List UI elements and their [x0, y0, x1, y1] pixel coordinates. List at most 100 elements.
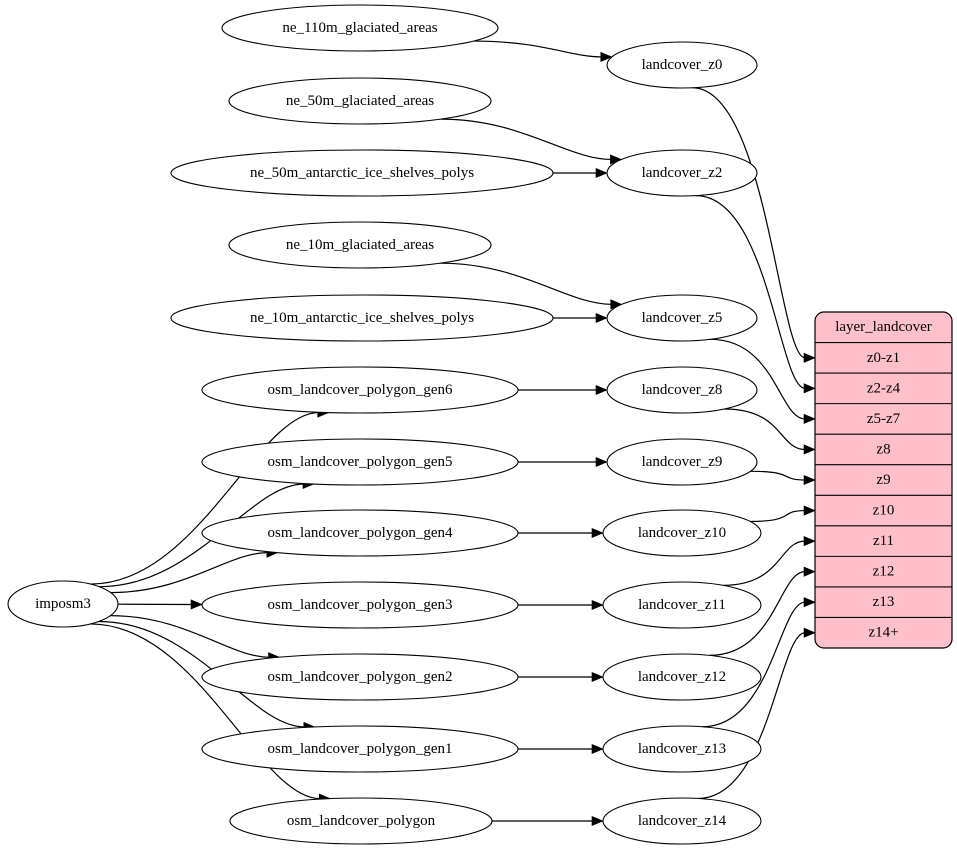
- edge-arrowhead: [803, 536, 816, 547]
- node-ne_110m_glaciated_areas[interactable]: ne_110m_glaciated_areas: [221, 4, 499, 52]
- node-ellipse: [7, 580, 119, 628]
- edge-ne_50m_glaciated_areas-to-landcover_z2: [440, 118, 612, 161]
- node-ellipse: [606, 438, 758, 486]
- node-label: landcover_z14: [638, 813, 727, 829]
- node-osm_landcover_polygon_gen6[interactable]: osm_landcover_polygon_gen6: [201, 366, 519, 414]
- node-label: osm_landcover_polygon_gen2: [268, 669, 453, 685]
- node-landcover_z12[interactable]: landcover_z12: [602, 653, 762, 701]
- edge-arrowhead: [803, 383, 816, 394]
- record-outline: [814, 311, 953, 649]
- node-ne_50m_antarctic_ice_shelves_polys[interactable]: ne_50m_antarctic_ice_shelves_polys: [170, 149, 554, 197]
- node-landcover_z8[interactable]: landcover_z8: [606, 366, 758, 414]
- edge-arrowhead: [803, 474, 816, 486]
- node-ellipse: [606, 41, 758, 89]
- record-row-label-z8: z8: [876, 441, 890, 457]
- record-node-layer: layer_landcoverz0-z1z2-z4z5-z7z8z9z10z11…: [814, 311, 953, 649]
- node-osm_landcover_polygon_gen1[interactable]: osm_landcover_polygon_gen1: [201, 725, 519, 773]
- node-landcover_z13[interactable]: landcover_z13: [602, 725, 762, 773]
- node-label: landcover_z5: [642, 310, 723, 326]
- node-ellipse: [201, 581, 519, 629]
- node-ellipse: [201, 725, 519, 773]
- record-row-label-z2-z4: z2-z4: [867, 380, 901, 396]
- node-ellipse: [228, 77, 492, 125]
- record-node-layer-landcover[interactable]: layer_landcoverz0-z1z2-z4z5-z7z8z9z10z11…: [814, 311, 953, 649]
- edge-landcover_z14-to-layer_landcover-z14-: [697, 632, 806, 800]
- edge-arrowhead: [803, 597, 816, 608]
- node-ellipse: [201, 438, 519, 486]
- node-ellipse: [606, 294, 758, 342]
- node-ellipse: [170, 149, 554, 197]
- node-osm_landcover_polygon[interactable]: osm_landcover_polygon: [229, 797, 493, 845]
- record-row-label-z12: z12: [873, 564, 895, 580]
- node-label: osm_landcover_polygon_gen6: [268, 382, 453, 398]
- node-ellipse: [602, 581, 762, 629]
- record-row-label-z13: z13: [873, 594, 895, 610]
- node-landcover_z11[interactable]: landcover_z11: [602, 581, 762, 629]
- edge-imposm3-to-osm_landcover_polygon_gen2: [110, 615, 270, 658]
- edge-arrowhead: [595, 167, 608, 179]
- edges-layer: [90, 40, 816, 827]
- node-label: osm_landcover_polygon_gen1: [268, 741, 453, 757]
- node-ne_10m_antarctic_ice_shelves_polys[interactable]: ne_10m_antarctic_ice_shelves_polys: [170, 294, 554, 342]
- record-row-label-z10: z10: [873, 502, 895, 518]
- node-label: ne_10m_antarctic_ice_shelves_polys: [250, 310, 474, 326]
- record-row-label-z11: z11: [873, 533, 894, 549]
- node-ellipse: [606, 366, 758, 414]
- edge-arrowhead: [591, 815, 604, 827]
- node-ne_10m_glaciated_areas[interactable]: ne_10m_glaciated_areas: [228, 221, 492, 269]
- node-ellipse: [602, 725, 762, 773]
- edge-arrowhead: [803, 444, 816, 455]
- edge-arrowhead: [803, 505, 816, 516]
- node-label: landcover_z11: [638, 597, 726, 613]
- node-label: osm_landcover_polygon_gen4: [268, 525, 453, 541]
- edge-landcover_z8-to-layer_landcover-z8: [724, 408, 806, 451]
- node-landcover_z0[interactable]: landcover_z0: [606, 41, 758, 89]
- node-label: osm_landcover_polygon_gen3: [268, 597, 453, 613]
- node-landcover_z5[interactable]: landcover_z5: [606, 294, 758, 342]
- node-label: landcover_z9: [642, 454, 723, 470]
- edge-landcover_z9-to-layer_landcover-z9: [750, 470, 806, 481]
- node-osm_landcover_polygon_gen2[interactable]: osm_landcover_polygon_gen2: [201, 653, 519, 701]
- edge-arrowhead: [591, 671, 604, 683]
- node-label: ne_10m_glaciated_areas: [286, 237, 434, 253]
- edge-landcover_z13-to-layer_landcover-z13: [702, 601, 806, 728]
- edge-arrowhead: [600, 51, 613, 62]
- record-row-label-z14+: z14+: [868, 625, 898, 641]
- edge-arrowhead: [803, 627, 816, 638]
- node-label: imposm3: [35, 596, 91, 612]
- edge-ne_10m_glaciated_areas-to-landcover_z5: [440, 262, 612, 305]
- node-landcover_z14[interactable]: landcover_z14: [602, 797, 762, 845]
- edge-arrowhead: [803, 413, 816, 424]
- edge-imposm3-to-osm_landcover_polygon_gen4: [110, 552, 268, 594]
- node-ellipse: [228, 221, 492, 269]
- node-label: landcover_z2: [642, 165, 723, 181]
- node-label: ne_50m_glaciated_areas: [286, 93, 434, 109]
- node-label: osm_landcover_polygon_gen5: [268, 454, 453, 470]
- edge-landcover_z10-to-layer_landcover-z10: [750, 509, 806, 523]
- node-label: landcover_z13: [638, 741, 726, 757]
- node-label: landcover_z12: [638, 669, 726, 685]
- node-ellipse: [602, 509, 762, 557]
- edge-arrowhead: [190, 599, 203, 610]
- node-label: landcover_z10: [638, 525, 726, 541]
- nodes-layer: ne_110m_glaciated_areas ne_50m_glaciated_…: [7, 4, 762, 845]
- node-osm_landcover_polygon_gen3[interactable]: osm_landcover_polygon_gen3: [201, 581, 519, 629]
- node-ne_50m_glaciated_areas[interactable]: ne_50m_glaciated_areas: [228, 77, 492, 125]
- node-label: ne_50m_antarctic_ice_shelves_polys: [250, 165, 474, 181]
- edge-arrowhead: [591, 599, 604, 611]
- node-landcover_z9[interactable]: landcover_z9: [606, 438, 758, 486]
- node-landcover_z2[interactable]: landcover_z2: [606, 149, 758, 197]
- edge-imposm3-to-osm_landcover_polygon: [90, 623, 321, 800]
- node-osm_landcover_polygon_gen4[interactable]: osm_landcover_polygon_gen4: [201, 509, 519, 557]
- node-ellipse: [201, 653, 519, 701]
- record-row-label-z9: z9: [876, 472, 890, 488]
- edge-landcover_z11-to-layer_landcover-z11: [722, 540, 806, 586]
- edge-arrowhead: [591, 527, 604, 539]
- node-osm_landcover_polygon_gen5[interactable]: osm_landcover_polygon_gen5: [201, 438, 519, 486]
- node-landcover_z10[interactable]: landcover_z10: [602, 509, 762, 557]
- edge-landcover_z5-to-layer_landcover-z5-z7: [710, 338, 806, 420]
- node-imposm3[interactable]: imposm3: [7, 580, 119, 628]
- node-ellipse: [229, 797, 493, 845]
